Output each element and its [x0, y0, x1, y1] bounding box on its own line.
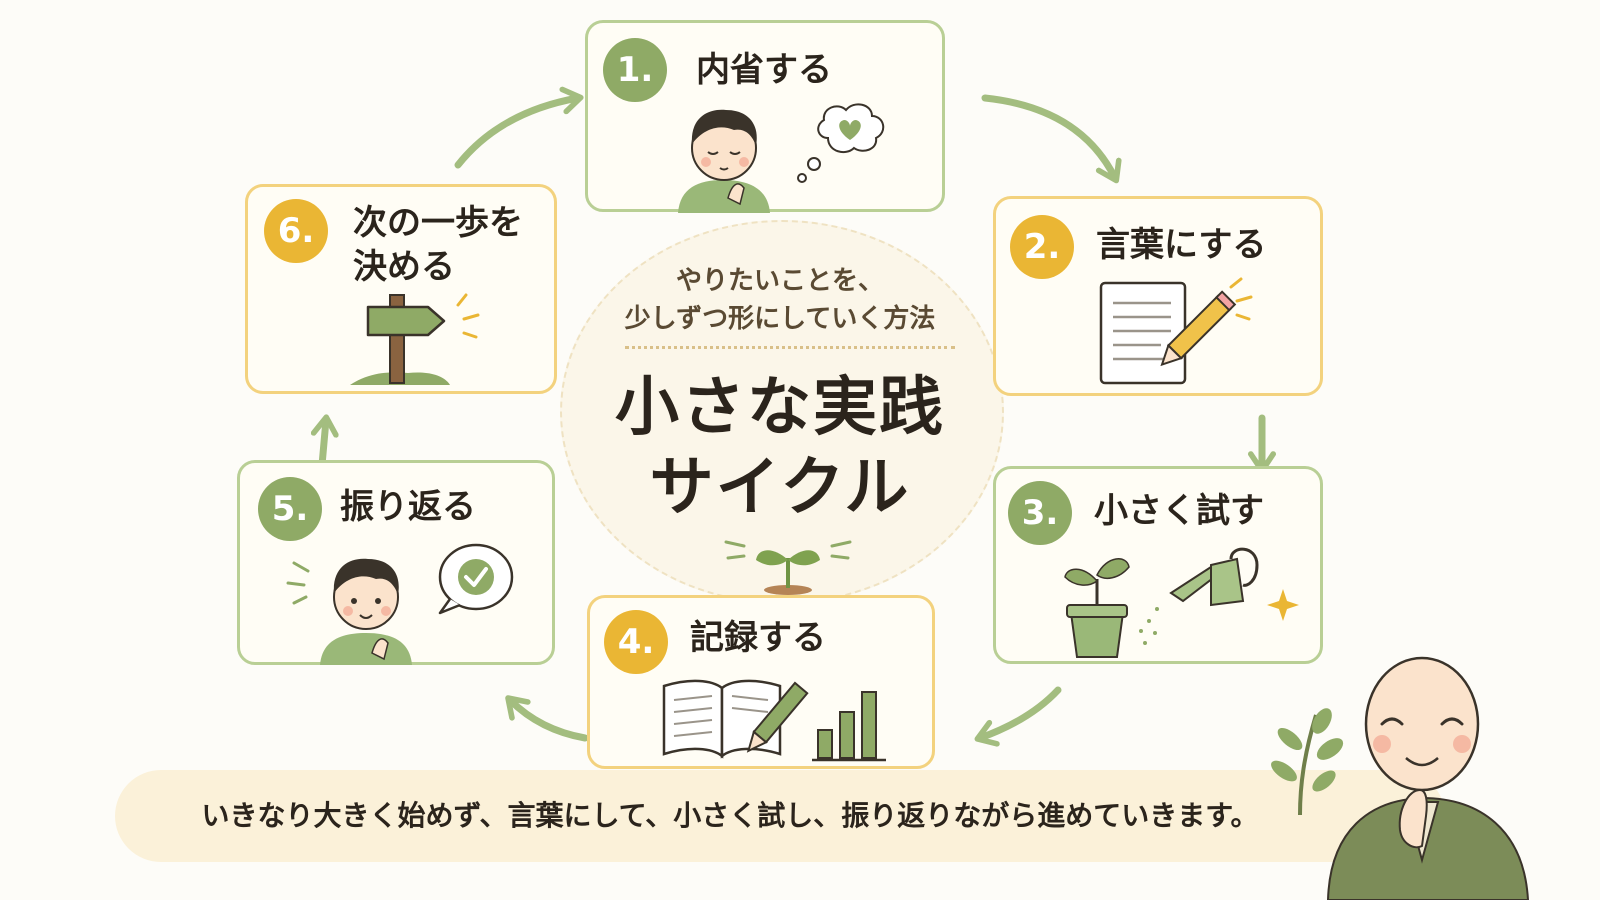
- step-title-line2: 決める: [353, 247, 455, 287]
- footer-banner: [115, 770, 1445, 862]
- arrow-4-to-5: [505, 695, 589, 742]
- arrow-6-to-1: [454, 86, 584, 169]
- person-thinking-heart-icon: [678, 103, 885, 213]
- step-card-6: 6. 次の一歩を 決める: [245, 184, 557, 394]
- step-number-badge: 4.: [604, 610, 668, 674]
- step-card-4: 4. 記録する: [587, 595, 935, 769]
- paper-pencil-icon: [1099, 277, 1253, 385]
- step-title: 次の一歩を 決める: [353, 201, 553, 289]
- center-subtitle-line1: やりたいことを、: [675, 266, 884, 296]
- arrow-5-to-6: [310, 414, 339, 469]
- center-circle: [560, 220, 1004, 604]
- signpost-icon: [350, 293, 480, 385]
- step-title: 内省する: [696, 50, 832, 90]
- step-title: 言葉にする: [1096, 225, 1267, 265]
- step-card-5: 5. 振り返る: [237, 460, 555, 665]
- step-number-badge: 2.: [1010, 215, 1074, 279]
- step-card-2: 2. 言葉にする: [993, 196, 1323, 396]
- plant-branch-icon: [1271, 708, 1344, 815]
- arrow-1-to-2: [981, 94, 1122, 184]
- step-title-line1: 次の一歩を: [353, 203, 523, 243]
- center-subtitle-line2: 少しずつ形にしていく方法: [624, 304, 936, 334]
- center-divider: [625, 346, 955, 349]
- step-number-badge: 1.: [603, 38, 667, 102]
- sprout-watering-can-icon: [1064, 547, 1299, 658]
- person-check-bubble-icon: [286, 543, 514, 665]
- center-title-line1: 小さな実践: [615, 371, 945, 445]
- step-title: 記録する: [690, 618, 826, 658]
- step-card-3: 3. 小さく試す: [993, 466, 1323, 664]
- center-title: 小さな実践 サイクル: [590, 368, 970, 528]
- monk-character-icon: [1326, 656, 1530, 900]
- step-card-1: 1. 内省する: [585, 20, 945, 213]
- step-title: 小さく試す: [1094, 491, 1264, 531]
- center-subtitle: やりたいことを、 少しずつ形にしていく方法: [600, 262, 960, 338]
- center-title-line2: サイクル: [649, 451, 911, 525]
- arrow-3-to-4: [974, 686, 1062, 747]
- step-title: 振り返る: [340, 487, 476, 527]
- step-number-badge: 3.: [1008, 481, 1072, 545]
- step-number-badge: 6.: [264, 199, 328, 263]
- footer-text: いきなり大きく始めず、言葉にして、小さく試し、振り返りながら進めていきます。: [201, 799, 1259, 832]
- step-number-badge: 5.: [258, 477, 322, 541]
- center-sprout-icon: [724, 540, 852, 595]
- notebook-bar-chart-icon: [662, 679, 886, 762]
